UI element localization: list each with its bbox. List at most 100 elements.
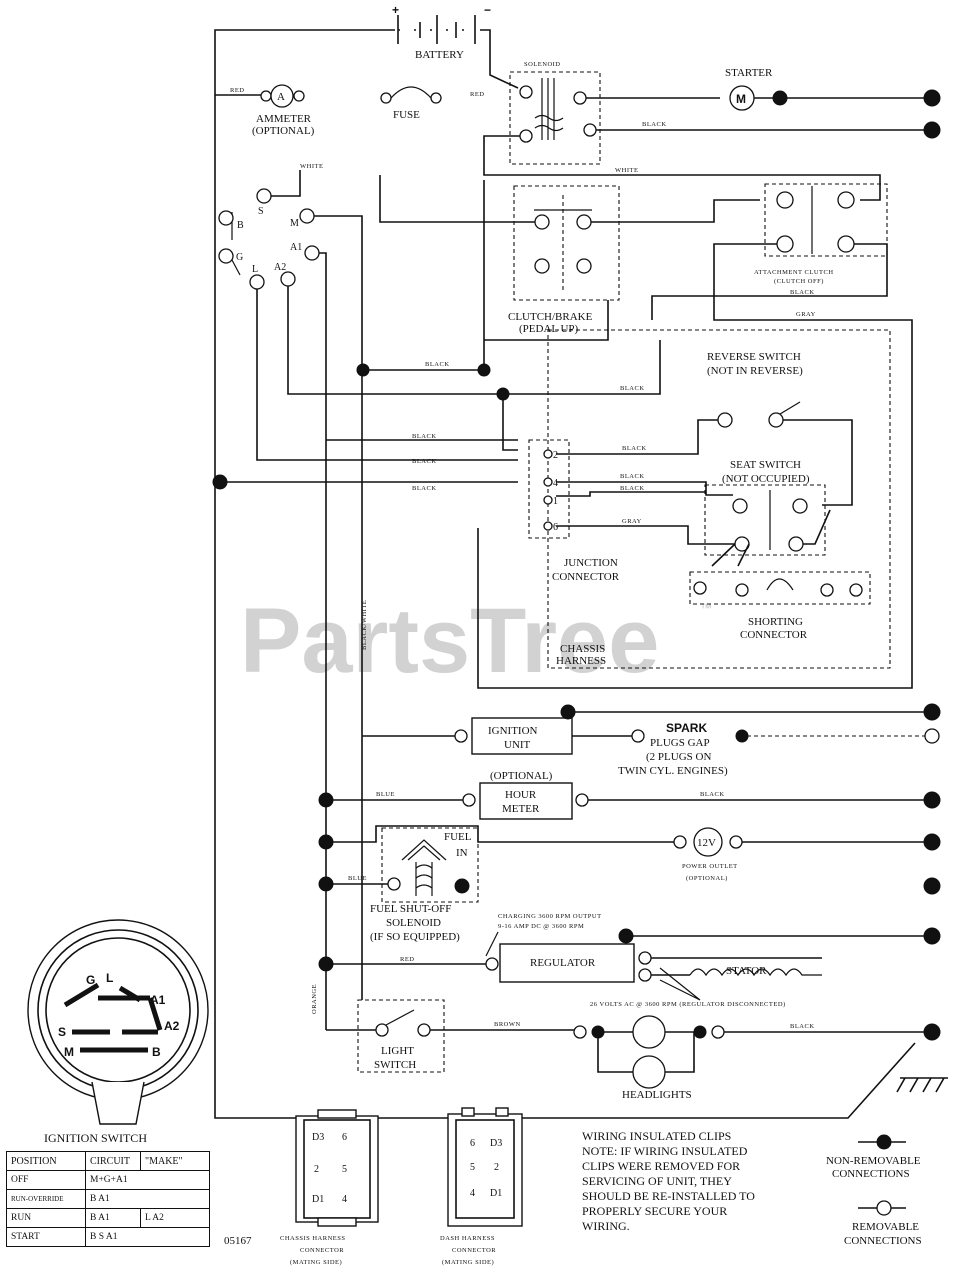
solenoid-label: SOLENOID bbox=[524, 61, 561, 68]
dash-pin-4: 4 bbox=[470, 1188, 475, 1199]
right-node-3 bbox=[923, 703, 941, 721]
fuel-solenoid-coil bbox=[415, 862, 433, 896]
wire-label-brown: BROWN bbox=[494, 1021, 521, 1028]
wire-a2-down bbox=[287, 286, 661, 395]
dash-pin-d3: D3 bbox=[490, 1138, 502, 1149]
wire-junction-reverse bbox=[556, 419, 718, 455]
table-cell: B A1 bbox=[85, 1208, 141, 1228]
battery-top-wire bbox=[214, 29, 395, 95]
fuel-shutoff-node bbox=[454, 878, 470, 894]
junction-connector-label-2: CONNECTOR bbox=[552, 571, 620, 583]
charging-arrow bbox=[485, 931, 499, 957]
right-terminal-4 bbox=[924, 728, 940, 744]
ignition-position-table: POSITION CIRCUIT "MAKE" OFF M+G+A1 RUN-O… bbox=[6, 1151, 210, 1247]
fuel-in-label: IN bbox=[456, 847, 468, 859]
solenoid-terminal-battery bbox=[519, 85, 533, 99]
light-switch-label-1: LIGHT bbox=[381, 1045, 414, 1057]
hour-meter-label-2: METER bbox=[502, 803, 540, 815]
ignition-terminal-b bbox=[218, 210, 234, 226]
legend-removable-symbol bbox=[876, 1200, 892, 1216]
wire-label-black-6: BLACK bbox=[620, 473, 645, 480]
headlights-label: HEADLIGHTS bbox=[622, 1089, 692, 1101]
seat-switch-terminal-4 bbox=[788, 536, 804, 552]
stator-label: STATOR bbox=[726, 965, 767, 977]
junction-connector-label-1: JUNCTION bbox=[564, 557, 618, 569]
fuel-label: FUEL bbox=[444, 831, 472, 843]
table-row: OFF M+G+A1 bbox=[6, 1170, 210, 1190]
reverse-switch-contact bbox=[779, 401, 801, 415]
legend-non-removable-1: NON-REMOVABLE bbox=[826, 1155, 921, 1167]
table-header-position: POSITION bbox=[6, 1151, 86, 1171]
solenoid-terminal-starter bbox=[573, 91, 587, 105]
power-outlet-symbol: 12V bbox=[697, 837, 716, 849]
wire-junction-gray bbox=[556, 525, 735, 545]
junction-pin-label-6: 6 bbox=[553, 522, 558, 533]
ignition-unit-label-1: IGNITION bbox=[488, 725, 538, 737]
wire-label-black-10: BLACK bbox=[412, 485, 437, 492]
chassis-pin-2: 2 bbox=[314, 1164, 319, 1175]
wire-clutch-brake-attach bbox=[591, 199, 760, 223]
ammeter-optional-label: (OPTIONAL) bbox=[252, 125, 315, 137]
clutch-brake-terminal-2 bbox=[576, 214, 592, 230]
attach-clutch-terminal-3 bbox=[776, 235, 794, 253]
chassis-connector-label-3: (MATING SIDE) bbox=[290, 1259, 342, 1266]
wire-headlight bbox=[597, 1031, 695, 1073]
junction-connector-box bbox=[528, 439, 570, 539]
ignition-terminal-m bbox=[299, 208, 315, 224]
note-line-7: WIRING. bbox=[582, 1219, 630, 1233]
battery-plus-label: + bbox=[392, 3, 399, 17]
stator-coil bbox=[689, 968, 822, 977]
table-cell: L A2 bbox=[140, 1208, 210, 1228]
chassis-harness-connector bbox=[295, 1109, 379, 1227]
fuse-element bbox=[390, 86, 432, 99]
fuse-label: FUSE bbox=[393, 109, 420, 121]
note-line-6: PROPERLY SECURE YOUR bbox=[582, 1204, 727, 1218]
shorting-terminal-2 bbox=[735, 583, 749, 597]
wire-reverse-seat bbox=[783, 419, 853, 506]
solenoid-coil bbox=[534, 78, 564, 140]
starter-node bbox=[772, 90, 788, 106]
table-cell: B A1 bbox=[85, 1189, 210, 1209]
clutch-brake-state: (PEDAL UP) bbox=[519, 323, 579, 335]
wire-label-red-1: RED bbox=[230, 87, 245, 94]
headlight-terminal-1 bbox=[573, 1025, 587, 1039]
chassis-pin-d3: D3 bbox=[312, 1132, 324, 1143]
chassis-pin-5: 5 bbox=[342, 1164, 347, 1175]
spark-label-4: TWIN CYL. ENGINES) bbox=[618, 765, 728, 777]
wire-label-red-3: RED bbox=[400, 956, 415, 963]
hour-meter-terminal-left bbox=[462, 793, 476, 807]
wire-reverse-to-junction bbox=[502, 394, 518, 451]
seat-switch-label: SEAT SWITCH bbox=[730, 459, 801, 471]
stator-arrow bbox=[659, 967, 701, 1001]
battery-minus-label: − bbox=[484, 3, 491, 17]
right-node-7 bbox=[923, 877, 941, 895]
reverse-switch-label: REVERSE SWITCH bbox=[707, 351, 801, 363]
ammeter-label: AMMETER bbox=[256, 113, 312, 125]
chassis-pin-4: 4 bbox=[342, 1194, 347, 1205]
wire-junction-seat-1 bbox=[556, 481, 733, 496]
shorting-terminal-4 bbox=[849, 583, 863, 597]
starter-label: STARTER bbox=[725, 67, 773, 79]
solenoid-terminal-s bbox=[519, 129, 533, 143]
chassis-connector-label-1: CHASSIS HARNESS bbox=[280, 1235, 345, 1242]
node-hour-meter bbox=[318, 792, 334, 808]
node-regulator bbox=[318, 956, 334, 972]
spark-terminal bbox=[631, 729, 645, 743]
stator-terminal-1 bbox=[638, 951, 652, 965]
shorting-connector-label-2: CONNECTOR bbox=[740, 629, 808, 641]
wire-clutch-brake-down bbox=[484, 300, 609, 341]
ignition-unit bbox=[471, 717, 573, 755]
ground-stub bbox=[896, 1077, 948, 1093]
spark-label-2: PLUGS GAP bbox=[650, 737, 710, 749]
regulator bbox=[499, 943, 635, 983]
fuse-terminal-right bbox=[430, 92, 442, 104]
ignition-switch-face bbox=[27, 919, 209, 1125]
watermark: PartsTree bbox=[240, 590, 659, 692]
wire-label-white-2: WHITE bbox=[300, 163, 323, 170]
shorting-terminal-3 bbox=[820, 583, 834, 597]
dash-pin-5: 5 bbox=[470, 1162, 475, 1173]
junction-pin-label-2: 2 bbox=[553, 450, 558, 461]
ign-face-label-b: B bbox=[152, 1045, 161, 1059]
ignition-terminal-g bbox=[218, 248, 234, 264]
ammeter-symbol: A bbox=[277, 91, 285, 103]
